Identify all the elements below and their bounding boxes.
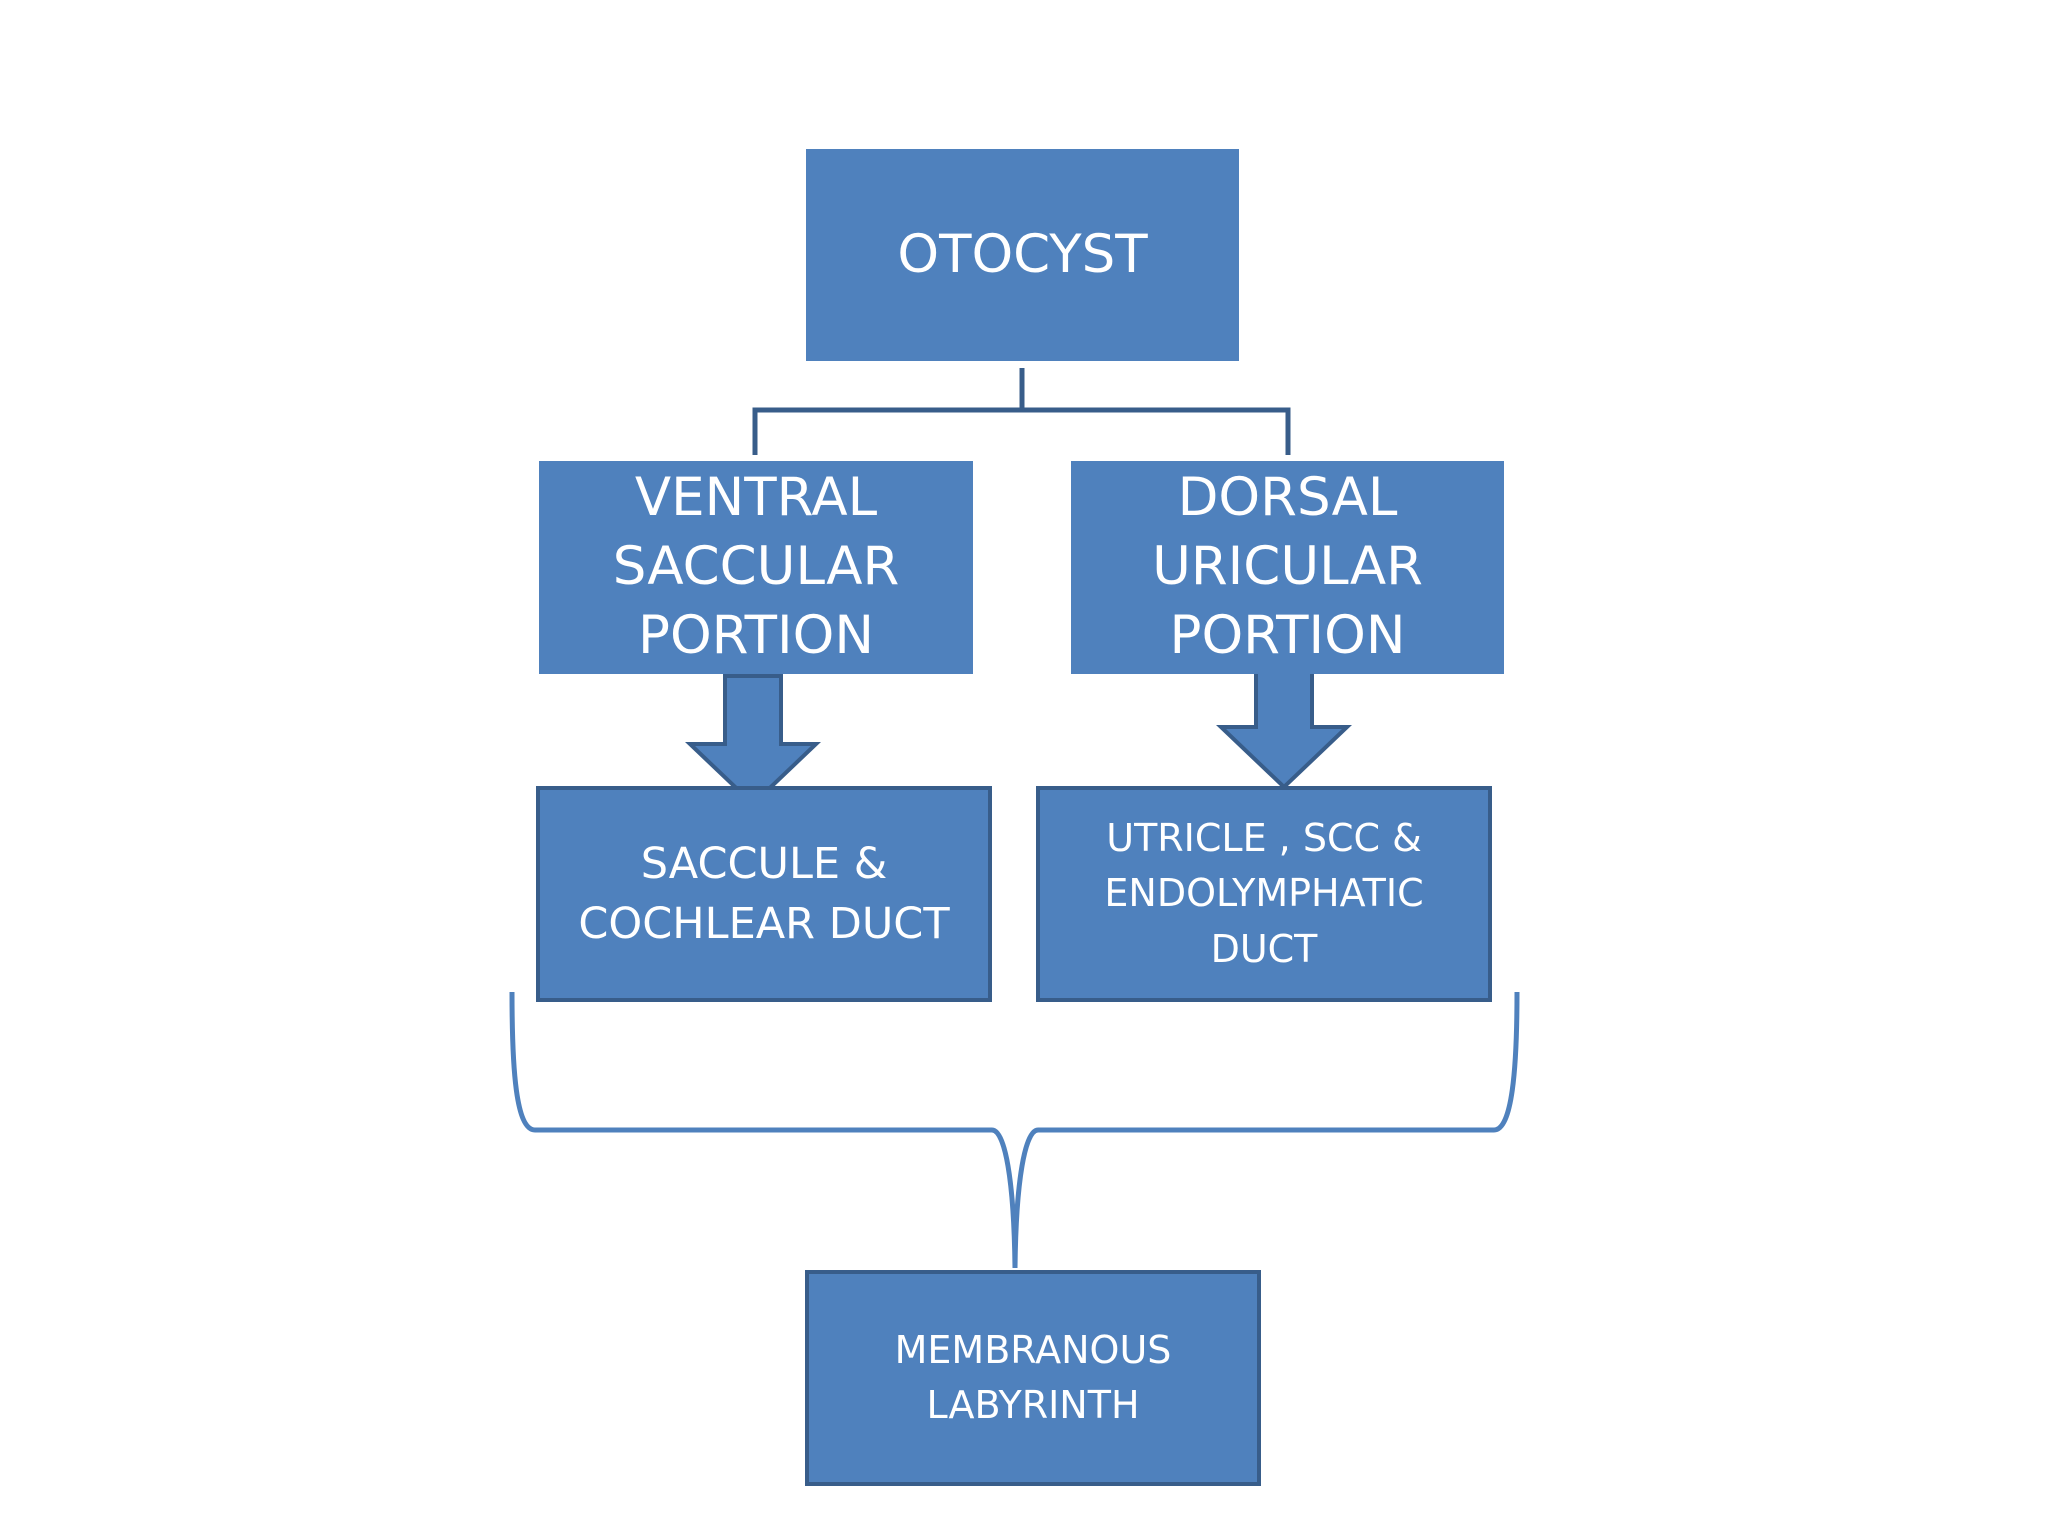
bracket-connector — [509, 991, 1520, 1269]
node-utricle-scc-endolymphatic-duct: UTRICLE , SCC & ENDOLYMPHATIC DUCT — [1036, 786, 1492, 1002]
block-arrow-left — [685, 674, 821, 807]
tree-connector — [752, 368, 1291, 455]
node-otocyst: OTOCYST — [806, 149, 1239, 361]
node-saccule-cochlear-duct: SACCULE & COCHLEAR DUCT — [536, 786, 992, 1002]
node-ventral-saccular-portion: VENTRAL SACCULAR PORTION — [539, 461, 973, 674]
node-membranous-labyrinth: MEMBRANOUS LABYRINTH — [805, 1270, 1261, 1486]
node-dorsal-uricular-portion: DORSAL URICULAR PORTION — [1071, 461, 1504, 674]
block-arrow-right — [1216, 660, 1352, 790]
